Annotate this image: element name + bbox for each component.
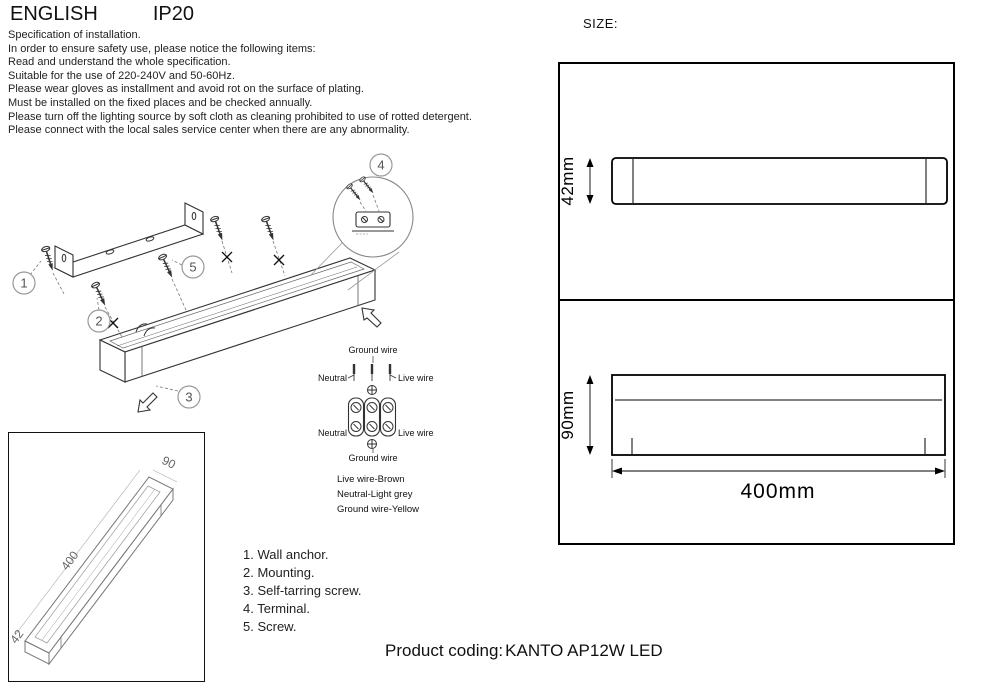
wiring-label-ground-bottom: Ground wire <box>348 453 397 463</box>
size-label: SIZE: <box>583 16 619 31</box>
mounting-bracket <box>53 202 205 278</box>
wire-legend-ground: Ground wire-Yellow <box>337 504 419 515</box>
svg-text:1: 1 <box>20 276 27 291</box>
earth-symbol-bottom <box>367 439 377 449</box>
wiring-diagram: Ground wire Neutral Live wire <box>318 345 434 515</box>
screw-icon <box>90 280 110 307</box>
spec-line: Please connect with the local sales serv… <box>8 124 410 137</box>
product-coding-label: Product coding: <box>385 641 504 660</box>
front-view: 42mm <box>560 156 948 206</box>
spec-line: Please wear gloves as installment and av… <box>8 83 364 96</box>
spec-instructions: Specification of installation. In order … <box>8 29 472 138</box>
terminal-magnifier <box>309 175 414 291</box>
spec-line: In order to ensure safety use, please no… <box>8 42 316 55</box>
dimension-drawing-box: 400 90 42 <box>8 432 205 682</box>
wire-legend-live: Live wire-Brown <box>337 474 405 485</box>
front-height-dimension: 42mm <box>560 156 577 205</box>
screw-icon <box>209 214 227 241</box>
wiring-label-neutral-top: Neutral <box>318 373 347 383</box>
svg-text:4: 4 <box>377 158 384 173</box>
product-coding: Product coding:KANTO AP12W LED <box>385 641 663 661</box>
size-diagram: 42mm 90mm 400mm <box>560 156 953 503</box>
header-bar: ENGLISH IP20 <box>10 3 194 26</box>
parts-list-item: 5. Screw. <box>243 619 297 634</box>
svg-text:2: 2 <box>95 314 102 329</box>
wiring-label-neutral-bottom: Neutral <box>318 428 347 438</box>
screw-icon <box>157 252 177 279</box>
wire-legend-neutral: Neutral-Light grey <box>337 489 413 500</box>
callout-3: 3 <box>177 385 201 409</box>
height-dimension: 42 <box>9 627 27 646</box>
size-diagram-box: 42mm 90mm 400mm <box>558 62 955 545</box>
language-title: ENGLISH <box>10 3 98 25</box>
parts-list-item: 3. Self-tarring screw. <box>243 583 362 598</box>
x-mark-icon <box>221 251 233 263</box>
ip-rating: IP20 <box>152 3 194 25</box>
wire-curl <box>143 327 156 337</box>
x-mark-icon <box>273 254 285 266</box>
callout-5: 5 <box>181 255 205 279</box>
direction-arrow-down-left-icon <box>137 392 158 413</box>
product-coding-value: KANTO AP12W LED <box>505 641 663 660</box>
screw-icon <box>40 244 57 272</box>
wiring-label-ground-top: Ground wire <box>348 345 397 355</box>
terminal-strip <box>347 397 397 437</box>
terminal-block <box>355 211 391 228</box>
width-dimension: 400mm <box>740 480 815 503</box>
assembly-diagram: 1 2 3 4 5 Ground wire Neutral <box>12 153 434 515</box>
svg-text:5: 5 <box>189 260 196 275</box>
dimension-drawing: 400 90 42 <box>9 453 179 666</box>
spec-line: Must be installed on the fixed places an… <box>8 96 313 109</box>
callout-1: 1 <box>12 271 36 295</box>
fixture-isometric <box>24 476 174 666</box>
depth-dimension: 90 <box>160 453 179 472</box>
direction-arrow-up-left-icon <box>361 307 382 328</box>
side-height-dimension: 90mm <box>560 390 577 439</box>
parts-list-item: 4. Terminal. <box>243 601 310 616</box>
parts-list: 1. Wall anchor. 2. Mounting. 3. Self-tar… <box>243 546 362 636</box>
wiring-label-live-bottom: Live wire <box>398 428 434 438</box>
fixture-body <box>98 257 377 383</box>
callout-4: 4 <box>369 153 393 177</box>
wire-curl <box>135 323 148 333</box>
parts-list-item: 1. Wall anchor. <box>243 547 329 562</box>
screw-icon <box>260 214 278 241</box>
svg-text:3: 3 <box>185 390 192 405</box>
earth-symbol-top <box>367 385 377 395</box>
spec-line: Read and understand the whole specificat… <box>8 56 231 69</box>
wiring-label-live-top: Live wire <box>398 373 434 383</box>
parts-list-item: 2. Mounting. <box>243 565 315 580</box>
side-view: 90mm 400mm <box>560 374 946 503</box>
spec-line: Please turn off the lighting source by s… <box>8 110 472 123</box>
callout-2: 2 <box>87 309 111 333</box>
spec-line: Suitable for the use of 220-240V and 50-… <box>8 69 235 82</box>
spec-title: Specification of installation. <box>8 29 141 41</box>
